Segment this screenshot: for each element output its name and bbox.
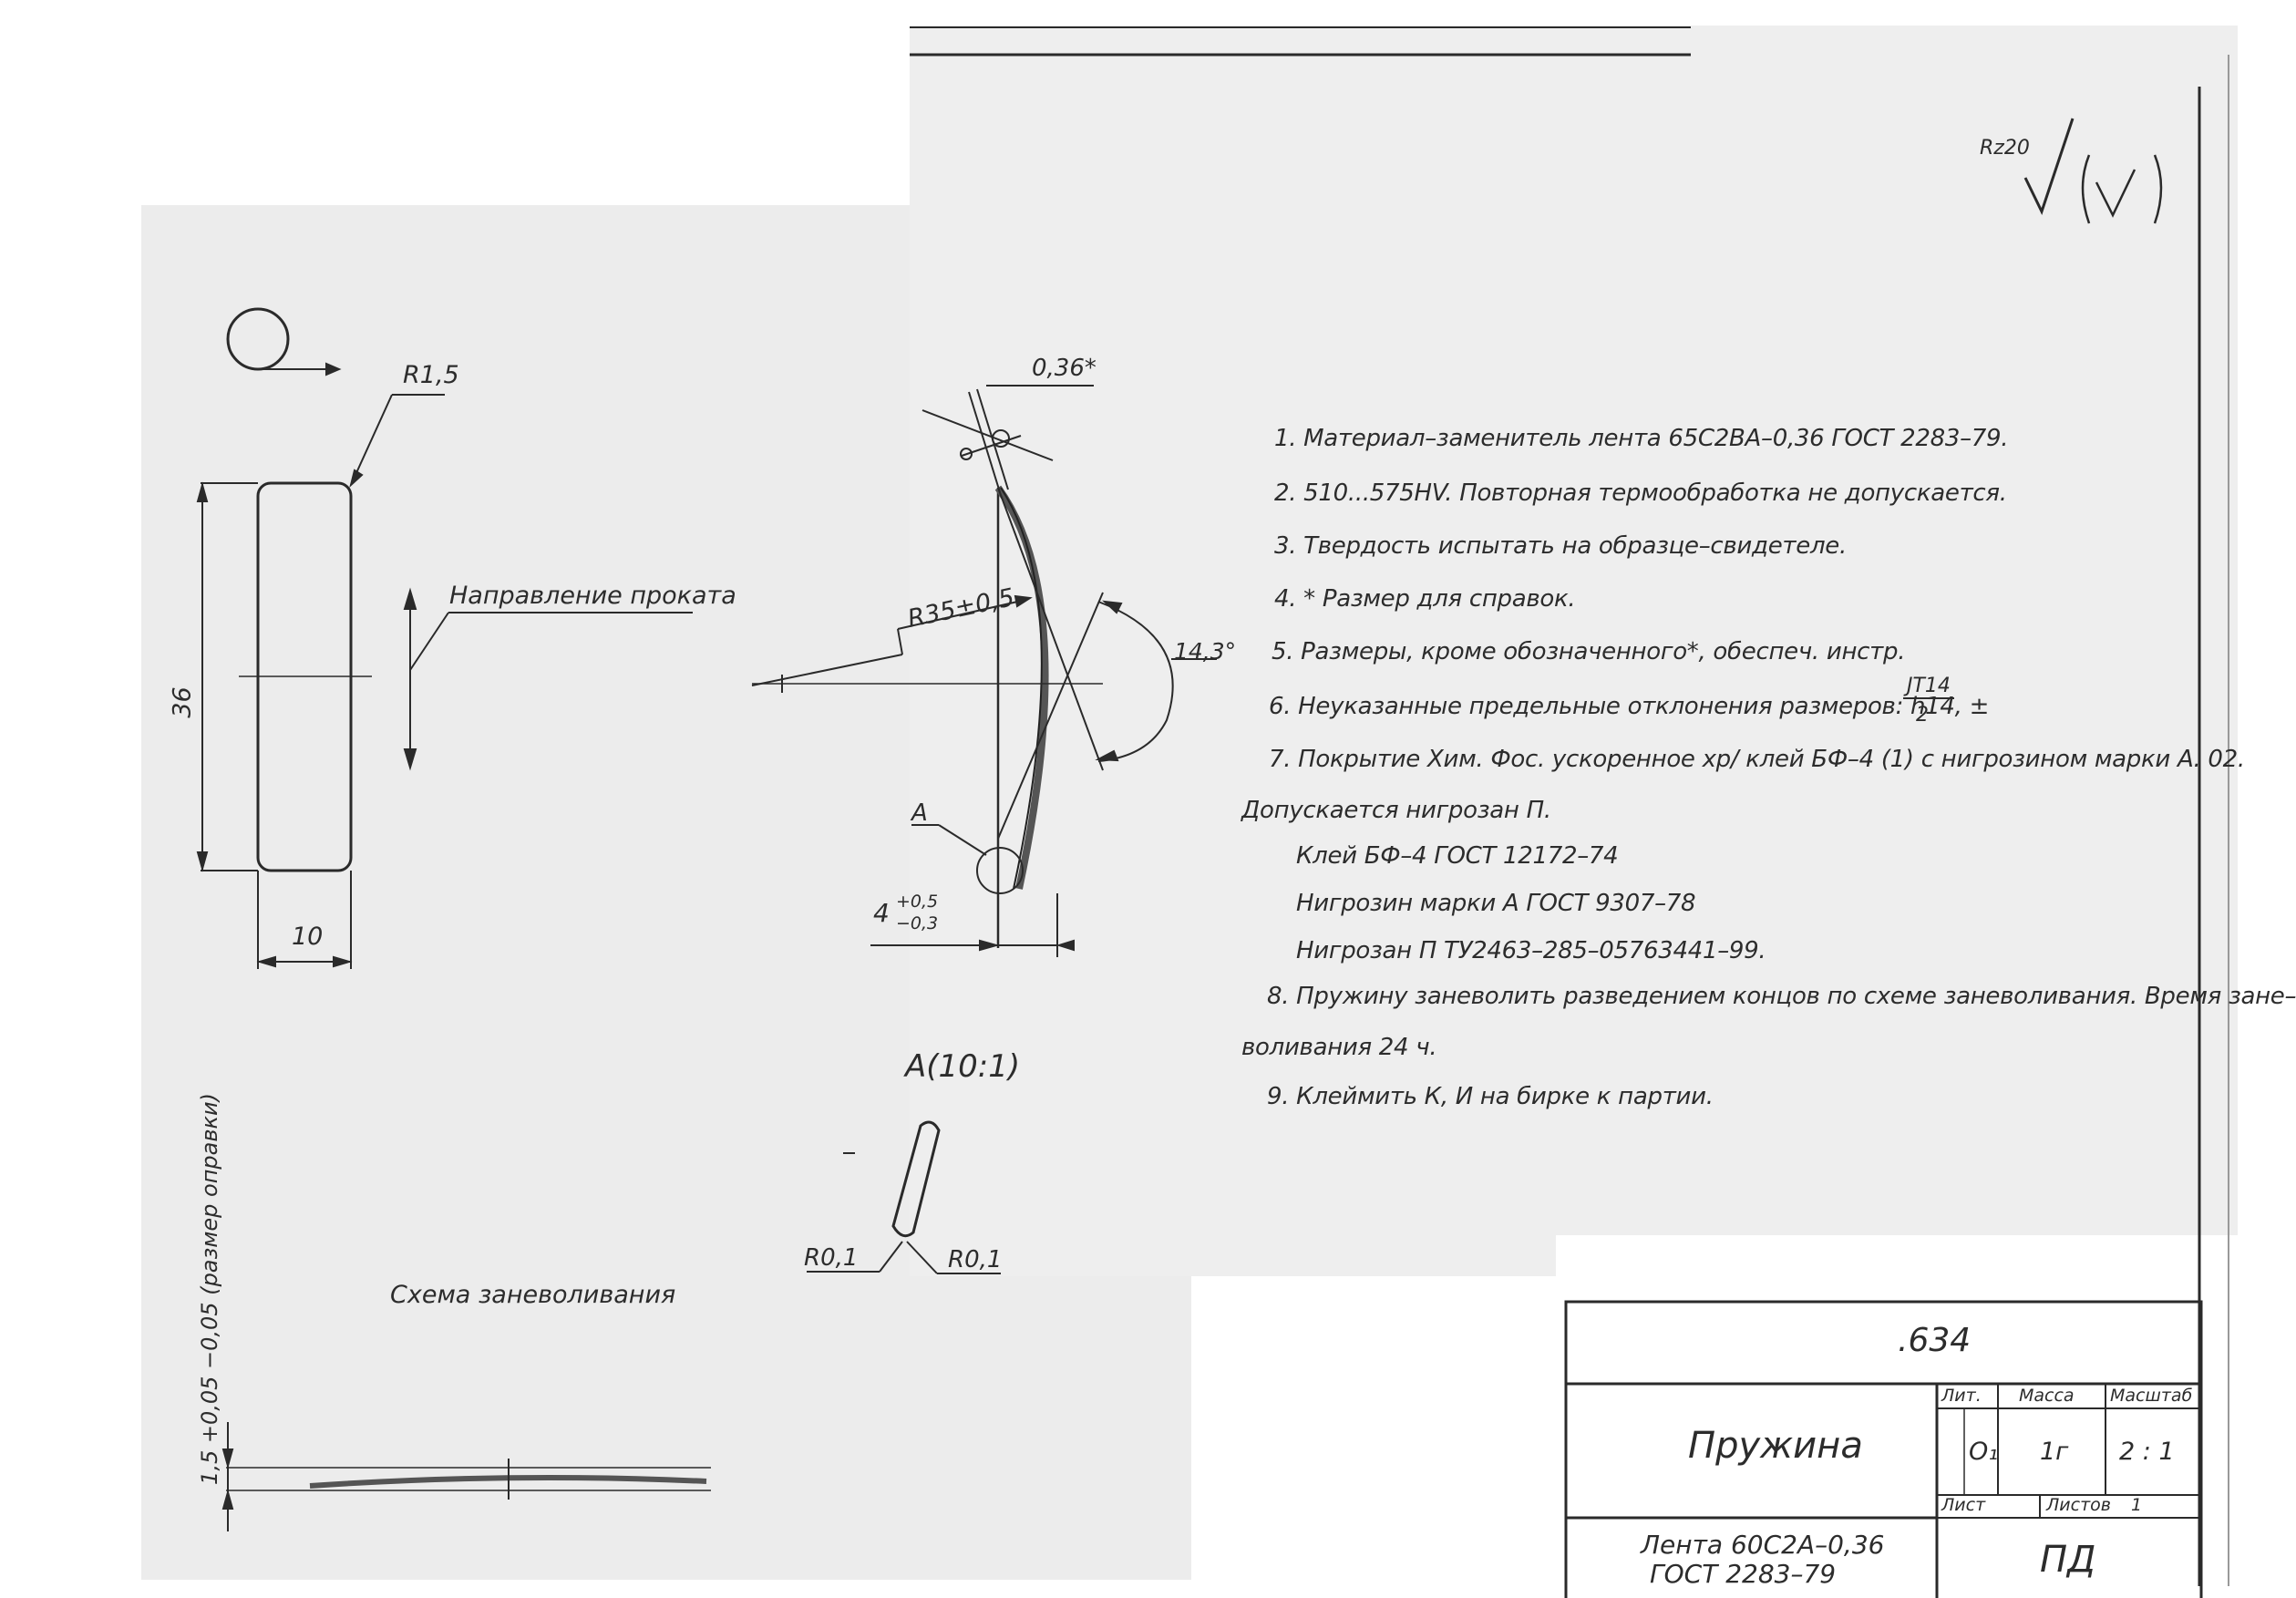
note-7-line-2: Допускается нигрозан П. [1241, 797, 1551, 824]
note-2: 2. 510...575HV. Повторная термообработка… [1274, 479, 2007, 507]
mass-header: Масса [2019, 1386, 2075, 1406]
detail-radius-right: R0,1 [948, 1246, 1003, 1273]
part-name: Пружина [1688, 1425, 1863, 1467]
note-4: 4. * Размер для справок. [1274, 585, 1576, 613]
scale-header: Масштаб [2110, 1386, 2193, 1406]
lit-value: О₁ [1969, 1438, 1999, 1466]
paper-sheet-right [910, 26, 2238, 1276]
note-9: 9. Клеймить К, И на бирке к партии. [1267, 1083, 1714, 1110]
set-scheme-title: Схема заневоливания [390, 1281, 676, 1309]
note-3: 3. Твердость испытать на образце–свидете… [1274, 532, 1847, 560]
offset-tolerance-minus: −0,3 [896, 913, 939, 933]
organization: ПД [2040, 1539, 2096, 1581]
note-7-line-5: Нигрозан П ТУ2463–285–05763441–99. [1296, 937, 1766, 964]
note-1: 1. Материал–заменитель лента 65С2ВА–0,36… [1274, 425, 2009, 452]
note-8: 8. Пружину заневолить разведением концов… [1267, 983, 2296, 1010]
blank-area [1191, 1276, 1556, 1598]
note-6-fraction-denominator: 2 [1916, 704, 1929, 727]
mass-value: 1г [2040, 1438, 2069, 1466]
detail-title: A(10:1) [905, 1048, 1021, 1085]
material-line-2: ГОСТ 2283–79 [1650, 1559, 1837, 1589]
note-7: 7. Покрытие Хим. Фос. ускоренное хр/ кле… [1269, 746, 2245, 773]
sheet-label: Лист [1941, 1495, 1986, 1515]
offset-dimension: 4 [873, 898, 890, 928]
roughness-label: Rz20 [1980, 137, 2030, 160]
width-dimension: 10 [292, 923, 324, 951]
height-dimension: 36 [168, 686, 197, 718]
note-6: 6. Неуказанные предельные отклонения раз… [1269, 693, 1990, 720]
blank-area [1556, 1235, 2249, 1299]
scale-value: 2 : 1 [2119, 1438, 2175, 1466]
offset-tolerance-plus: +0,5 [896, 892, 939, 912]
sheets-count: 1 [2131, 1495, 2143, 1515]
designation: .634 [1898, 1322, 1972, 1359]
mandrel-dimension: 1,5 +0,05 −0,05 (размер оправки) [197, 1093, 222, 1485]
rolling-direction-label: Направление проката [449, 582, 736, 610]
note-7-line-3: Клей БФ–4 ГОСТ 12172–74 [1296, 842, 1619, 870]
note-6-fraction-numerator: JT14 [1903, 675, 1954, 699]
sheets-label: Листов [2046, 1495, 2111, 1515]
thickness-dimension: 0,36* [1032, 355, 1097, 382]
note-5: 5. Размеры, кроме обозначенного*, обеспе… [1272, 638, 1906, 665]
radius-label: R1,5 [403, 361, 459, 389]
detail-radius-left: R0,1 [804, 1244, 859, 1272]
note-8-line-2: воливания 24 ч. [1241, 1034, 1437, 1061]
material-line-1: Лента 60С2А–0,36 [1641, 1530, 1885, 1560]
angle-label: 14,3° [1174, 638, 1237, 665]
detail-reference: A [911, 799, 928, 827]
note-7-line-4: Нигрозин марки А ГОСТ 9307–78 [1296, 890, 1696, 917]
lit-header: Лит. [1941, 1386, 1982, 1406]
